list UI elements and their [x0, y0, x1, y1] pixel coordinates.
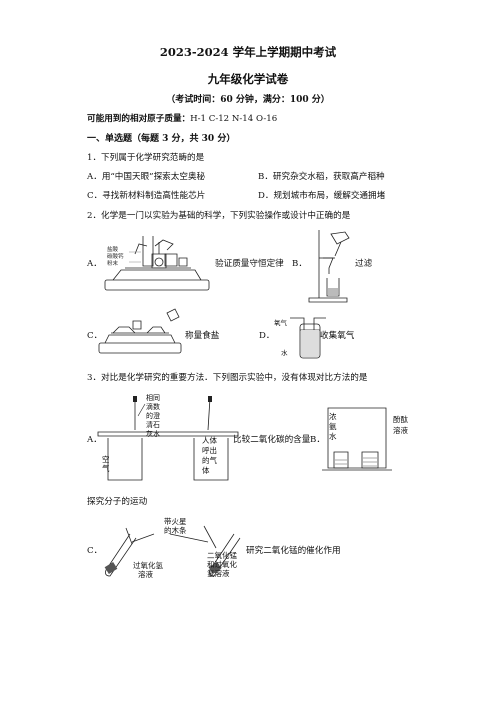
atomic-mass-values: H-1 C-12 N-14 O-16 — [190, 114, 278, 124]
q1-stem: 1．下列属于化学研究范畴的是 — [87, 153, 205, 163]
q2-option-b-label[interactable]: B． — [292, 259, 307, 269]
q2-option-c-caption: 称量食盐 — [185, 331, 220, 341]
q2-option-b-caption: 过滤 — [355, 259, 373, 269]
glowing-splint-label: 带火星的木条 — [164, 517, 187, 535]
exam-info: （考试时间：60 分钟，满分：100 分） — [166, 95, 330, 105]
q1-option-a[interactable]: A．用“中国天眼”探索太空奥秘 — [87, 172, 206, 182]
q3-option-a-label[interactable]: A． — [87, 435, 102, 445]
q2-option-c-label[interactable]: C． — [87, 331, 103, 341]
mno2-catalysis-figure — [104, 524, 246, 580]
q2-option-a-label[interactable]: A． — [87, 259, 102, 269]
q3-option-c-caption: 研究二氧化锰的催化作用 — [246, 546, 341, 556]
q2-option-d-label[interactable]: D． — [259, 331, 275, 341]
phenolphthalein-label: 酚酞溶液 — [393, 415, 408, 435]
water-label: 水 — [281, 349, 288, 357]
balance-salt-figure — [95, 305, 185, 357]
q3-option-a-caption: 比较二氧化碳的含量 — [233, 435, 311, 445]
exhaled-air-label: 人体呼出的气体 — [202, 436, 217, 475]
q1-option-c[interactable]: C．寻找新材料制造高性能芯片 — [87, 191, 206, 201]
air-label: 空气 — [102, 455, 110, 473]
q3-option-c-label[interactable]: C． — [87, 546, 103, 556]
q2-stem: 2．化学是一门以实验为基础的科学，下列实验操作或设计中正确的是 — [87, 211, 351, 221]
atomic-mass-line: 可能用到的相对原子质量：H-1 C-12 N-14 O-16 — [87, 115, 277, 124]
filtration-figure — [305, 228, 360, 303]
q1-option-b[interactable]: B．研究杂交水稻，获取高产稻种 — [258, 172, 385, 182]
ammonia-diffusion-figure — [322, 404, 392, 476]
mno2-h2o2-label: 二氧化锰和过氧化氢溶液 — [207, 551, 237, 578]
oxygen-label: 氧气 — [274, 319, 287, 327]
q2-option-a-caption: 验证质量守恒定律 — [215, 259, 284, 269]
limewater-comparison-figure — [98, 396, 238, 488]
section-heading: 一、单选题（每题 3 分，共 30 分） — [87, 134, 236, 144]
q3-stem: 3．对比是化学研究的重要方法．下列图示实验中，没有体现对比方法的是 — [87, 373, 368, 383]
h2o2-label: 过氧化氢溶液 — [133, 561, 163, 579]
limewater-label: 相同滴数的澄清石灰水 — [146, 394, 160, 438]
q2-option-d-caption: 收集氧气 — [320, 331, 355, 341]
q3-option-b-label[interactable]: B． — [310, 435, 325, 445]
balance-hcl-figure — [95, 232, 215, 294]
q3-option-b-caption: 探究分子的运动 — [87, 497, 148, 507]
atomic-mass-label: 可能用到的相对原子质量： — [87, 114, 191, 124]
exam-title: 2023-2024 学年上学期期中考试 — [159, 45, 337, 59]
q1-option-d[interactable]: D．规划城市布局，缓解交通拥堵 — [258, 191, 386, 201]
hcl-labels: 盐酸碳酸钙粉末 — [107, 247, 124, 267]
exam-subtitle: 九年级化学试卷 — [207, 72, 289, 86]
gas-bottle-figure — [288, 312, 328, 362]
ammonia-label: 浓氨水 — [329, 412, 337, 441]
